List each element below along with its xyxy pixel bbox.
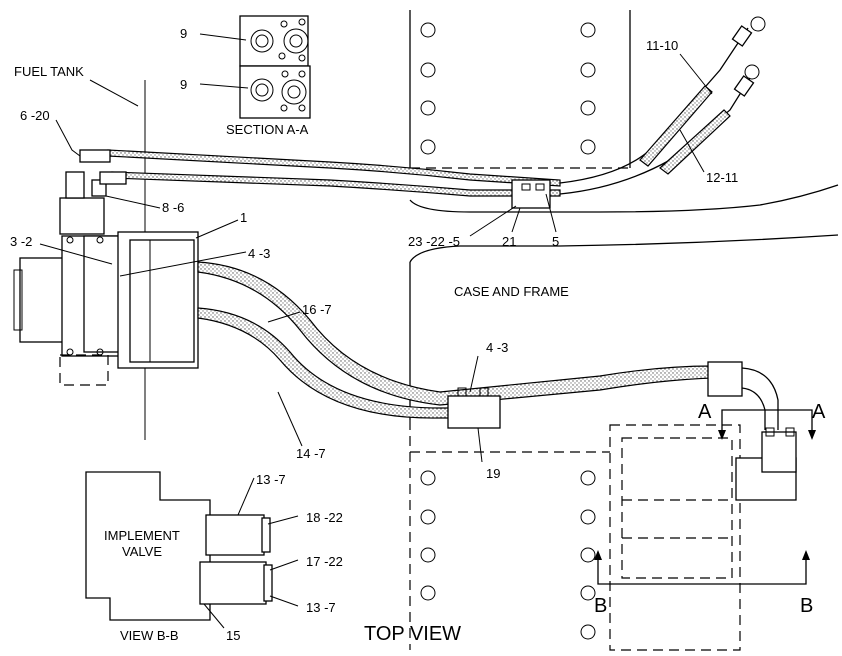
frame-bolt-holes — [420, 22, 596, 640]
callout-19: 19 — [486, 466, 500, 481]
callout-12-11: 12-11 — [706, 170, 738, 185]
section-aa-label: SECTION A-A — [226, 122, 309, 137]
callout-17-22: 17 -22 — [306, 554, 343, 569]
section-arrow-a-right: A — [812, 401, 826, 423]
section-arrow-b-right: B — [800, 595, 813, 617]
callout-4-3-mid: 4 -3 — [486, 340, 508, 355]
callout-4-3-left: 4 -3 — [248, 246, 270, 261]
section-arrow-a-left: A — [698, 401, 712, 423]
callout-5: 5 — [552, 234, 559, 249]
fuel-tank-label: FUEL TANK — [14, 64, 84, 79]
view-bb-valve — [85, 471, 273, 621]
implement-valve-label-line2: VALVE — [122, 544, 162, 559]
callout-13-7-bottom: 13 -7 — [306, 600, 336, 615]
view-bb-label: VIEW B-B — [120, 628, 179, 643]
diagram-title: TOP VIEW — [364, 623, 461, 645]
callout-1: 1 — [240, 210, 247, 225]
leader-lines — [39, 33, 713, 629]
callout-3-2: 3 -2 — [10, 234, 32, 249]
callout-9-top: 9 — [180, 26, 187, 41]
callout-11-10: 11-10 — [646, 38, 678, 53]
implement-valve-label-line1: IMPLEMENT — [104, 528, 180, 543]
callout-6-20: 6 -20 — [20, 108, 50, 123]
callout-23-22-5: 23 -22 -5 — [408, 234, 460, 249]
upper-hose-pair — [79, 16, 766, 209]
section-arrow-b-left: B — [594, 595, 607, 617]
callout-14-7: 14 -7 — [296, 446, 326, 461]
callout-15: 15 — [226, 628, 240, 643]
callout-16-7: 16 -7 — [302, 302, 332, 317]
section-aa-fittings — [239, 15, 311, 119]
section-arrows — [594, 409, 816, 585]
implement-valve-right — [609, 424, 797, 651]
case-and-frame-label: CASE AND FRAME — [454, 284, 569, 299]
callout-9-bottom: 9 — [180, 77, 187, 92]
callout-21: 21 — [502, 234, 516, 249]
pump-assembly — [13, 171, 199, 386]
lower-hose-pair — [197, 261, 779, 430]
callout-8-6: 8 -6 — [162, 200, 184, 215]
callout-13-7-top: 13 -7 — [256, 472, 286, 487]
callout-18-22: 18 -22 — [306, 510, 343, 525]
